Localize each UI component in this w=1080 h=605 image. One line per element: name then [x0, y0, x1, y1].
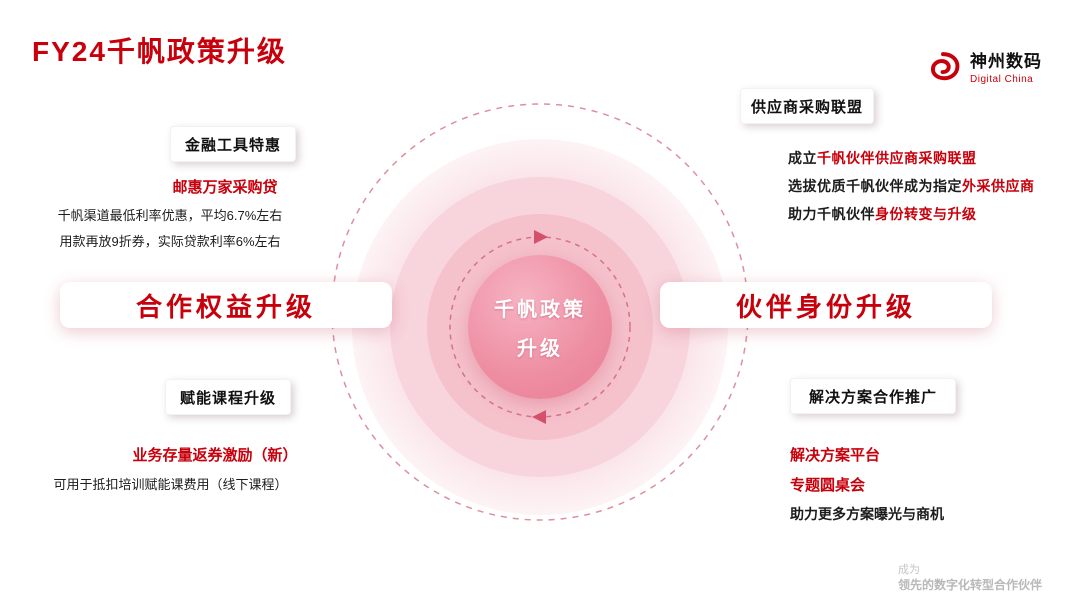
course-section-header: 赋能课程升级: [165, 379, 291, 415]
page-title: FY24千帆政策升级: [32, 36, 287, 67]
logo-subtitle: Digital China: [970, 73, 1034, 85]
finance-point-2: 用款再放9折券，实际贷款利率6%左右: [59, 234, 281, 249]
alliance-point-2-highlight: 外采供应商: [962, 178, 1035, 194]
alliance-section-header: 供应商采购联盟: [740, 88, 874, 124]
alliance-point-1: 成立千帆伙伴供应商采购联盟: [788, 148, 977, 168]
alliance-point-1-highlight: 千帆伙伴供应商采购联盟: [817, 150, 977, 166]
left-main-label: 合作权益升级: [60, 282, 392, 328]
finance-point-1: 千帆渠道最低利率优惠，平均6.7%左右: [57, 208, 283, 223]
center-topic-line1: 千帆政策: [494, 299, 586, 321]
solution-section-header: 解决方案合作推广: [790, 378, 956, 414]
alliance-point-1-text: 成立: [788, 150, 817, 166]
alliance-point-3-text: 助力千帆伙伴: [788, 206, 875, 222]
digital-china-logo-icon: [930, 52, 960, 81]
course-point-1: 可用于抵扣培训赋能课费用（线下课程）: [53, 477, 288, 492]
finance-section-header: 金融工具特惠: [170, 126, 296, 162]
alliance-point-2: 选拔优质千帆伙伴成为指定外采供应商: [788, 176, 1035, 196]
footer-line-2: 领先的数字化转型合作伙伴: [898, 578, 1043, 592]
logo-text: 神州数码 Digital China: [970, 52, 1042, 85]
alliance-point-2-text: 选拔优质千帆伙伴成为指定: [788, 178, 962, 194]
solution-highlight-1: 解决方案平台: [790, 447, 881, 464]
footer-line-1: 成为: [898, 564, 920, 576]
arrow-clockwise-top-icon: [534, 230, 548, 244]
course-highlight: 业务存量返券激励（新）: [132, 447, 298, 464]
solution-point-1: 助力更多方案曝光与商机: [790, 506, 944, 522]
alliance-point-3-highlight: 身份转变与升级: [875, 206, 977, 222]
center-topic-line2: 升级: [517, 338, 563, 360]
logo-company-name: 神州数码: [970, 52, 1042, 72]
solution-highlight-2: 专题圆桌会: [790, 477, 866, 494]
alliance-point-3: 助力千帆伙伴身份转变与升级: [788, 204, 977, 224]
footer-slogan: 成为 领先的数字化转型合作伙伴: [898, 563, 1042, 593]
digital-china-logo: 神州数码 Digital China: [922, 48, 1042, 90]
arrow-clockwise-bottom-icon: [532, 410, 546, 424]
right-main-label: 伙伴身份升级: [660, 282, 992, 328]
finance-highlight: 邮惠万家采购贷: [172, 179, 278, 196]
center-topic: 千帆政策 升级: [468, 255, 612, 399]
